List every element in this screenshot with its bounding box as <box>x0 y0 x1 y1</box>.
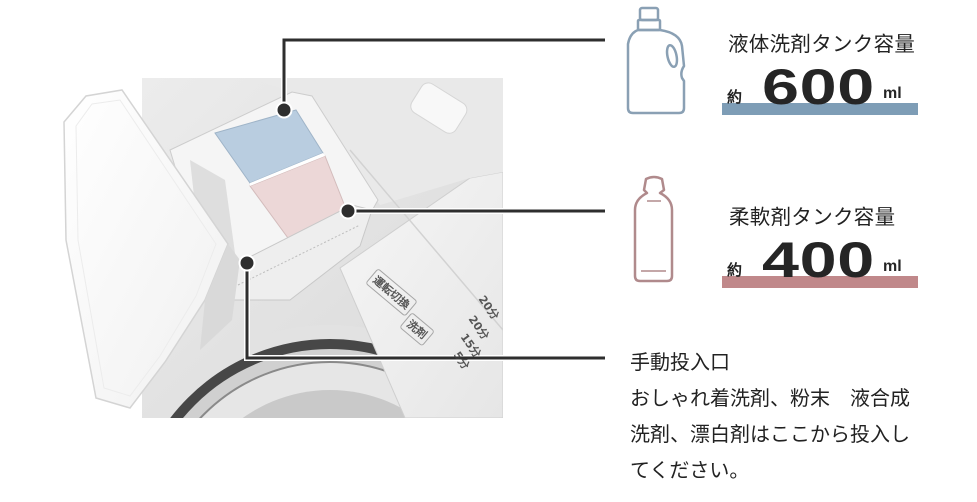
softener-bottle-icon <box>633 175 674 283</box>
leader-line-softener-tank <box>339 202 605 220</box>
lid-hinge <box>410 82 468 134</box>
detergent-bottle-icon <box>626 6 686 115</box>
softener-tank-capacity-title: 柔軟剤タンク容量 <box>729 205 896 229</box>
liquid-tank-capacity-bar <box>722 103 918 115</box>
softener-tank-capacity-bar <box>722 276 918 288</box>
approx-prefix: 約 <box>727 88 743 106</box>
manual-inlet-title: 手動投入口 <box>630 350 730 374</box>
manual-inlet-text-line: てください。 <box>630 458 750 482</box>
manual-inlet-text-line: 洗剤、漂白剤はここから投入し <box>630 422 910 446</box>
capacity-unit: ml <box>883 258 902 275</box>
capacity-unit: ml <box>883 85 902 102</box>
leader-line-manual-inlet <box>238 254 605 361</box>
liquid-tank-capacity-value: 600 <box>762 59 875 115</box>
liquid-tank-capacity-title: 液体洗剤タンク容量 <box>728 32 916 56</box>
manual-inlet-text-line: おしゃれ着洗剤、粉末 液合成 <box>630 386 910 410</box>
leader-line-liquid-tank <box>275 37 605 119</box>
detergent-lid <box>63 89 240 409</box>
manual-inlet-description: 手動投入口 おしゃれ着洗剤、粉末 液合成 洗剤、漂白剤はここから投入し てくださ… <box>630 344 910 488</box>
softener-tank-capacity-value: 400 <box>762 232 875 288</box>
approx-prefix: 約 <box>727 261 743 279</box>
